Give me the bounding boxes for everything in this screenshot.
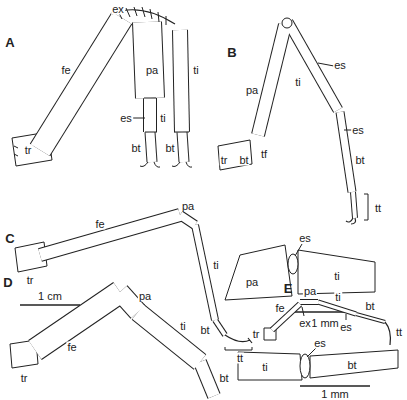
part-label: es [313,338,327,349]
part-label: tt [374,203,382,214]
part-label: bt [164,143,175,154]
part-label: ti [179,321,187,332]
part-label: bt [199,325,210,336]
part-label: fe [66,342,77,353]
part-label: es [119,113,133,124]
part-label: es [333,60,347,71]
panel-letter: B [226,46,237,59]
part-label: bt [218,373,229,384]
part-label: bt [354,155,365,166]
part-label: es [351,125,365,136]
panel-letter: C [4,232,15,245]
part-label: es [339,322,353,333]
part-label: pa [138,291,152,302]
part-label: ti [261,362,269,373]
part-label: 1 mm [320,388,350,399]
part-label: tt [236,353,244,364]
part-label: ti [212,260,220,271]
part-label: ti [333,271,341,282]
part-label: pa [303,286,317,297]
part-label: bt [346,360,357,371]
part-label: ti [159,113,167,124]
part-label: bt [130,143,141,154]
part-label: pa [145,65,159,76]
panel-letter: D [2,276,13,289]
part-label: tr [220,155,229,166]
part-label: bt [364,301,375,312]
part-label: pa [245,277,259,288]
part-label: fe [274,303,285,314]
part-label: fe [94,219,105,230]
part-label: tf [260,149,268,160]
part-label: 1 mm [310,318,340,329]
part-label: ex [298,318,312,329]
part-label: fe [60,65,71,76]
part-label: tr [20,373,29,384]
part-label: ti [192,65,200,76]
part-label: es [298,233,312,244]
part-label: tt [395,327,403,338]
part-label: bt [238,155,249,166]
panel-letter: A [4,36,15,49]
part-label: tr [24,145,33,156]
part-label: ex [111,4,125,15]
part-label: tr [26,275,35,286]
panel-letter: E [283,282,294,295]
part-label: 1 cm [37,291,63,302]
part-label: pa [245,85,259,96]
part-label: tr [252,329,261,340]
part-label: pa [181,201,195,212]
part-label: ti [334,292,342,303]
part-label: ti [294,77,302,88]
